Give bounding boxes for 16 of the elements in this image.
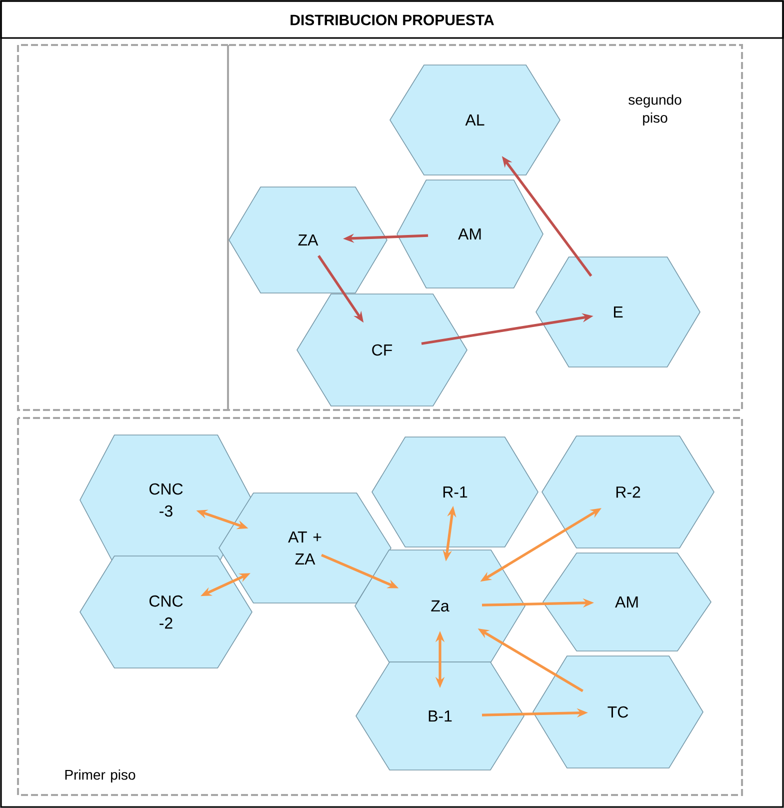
hexagon: CF — [296, 294, 468, 406]
hexagon: R-1 — [372, 436, 538, 548]
hexagon: E — [536, 256, 700, 368]
hexagon: AM — [396, 180, 544, 288]
hexagon: AM — [542, 552, 712, 652]
empty-area — [17, 44, 229, 411]
hexagon: TC — [532, 656, 704, 768]
hexagon: B-1 — [356, 662, 524, 770]
hexagon: R-2 — [542, 436, 714, 548]
hexagon: Za — [354, 550, 526, 662]
hexagon: CNC -2 — [80, 556, 252, 668]
hexagon: ZA — [228, 186, 388, 294]
hexagon: CNC -3 — [80, 434, 252, 566]
hexagon: AL — [390, 64, 560, 176]
hexagon: AT + ZA — [218, 492, 392, 604]
title-bar: DISTRIBUCION PROPUESTA — [0, 0, 784, 39]
